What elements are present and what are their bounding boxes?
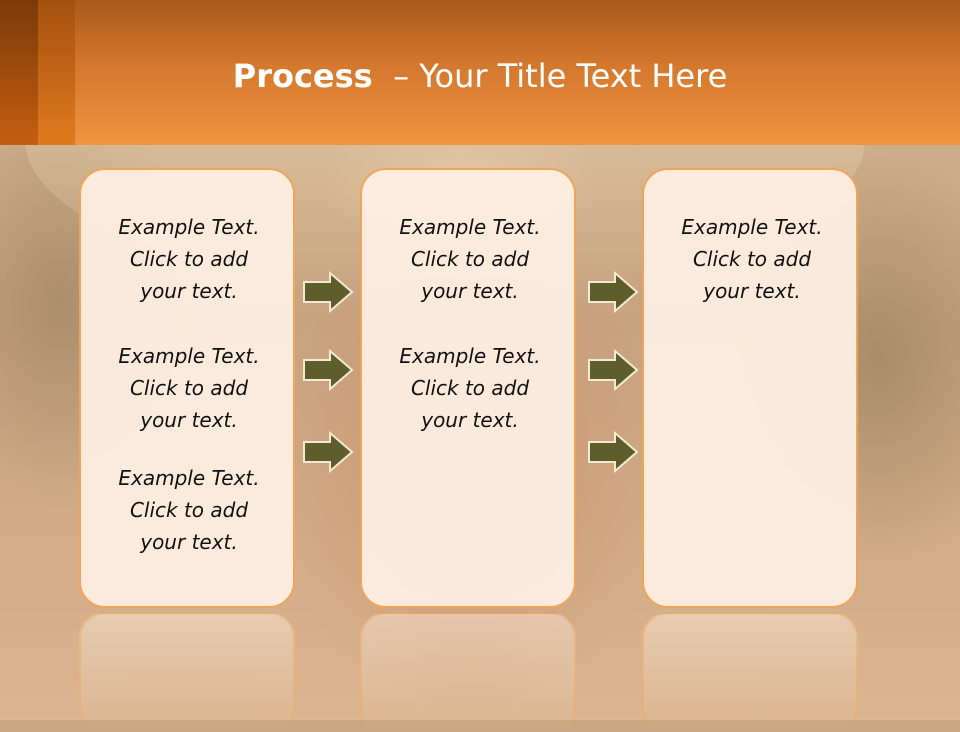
box-3-reflection bbox=[642, 612, 858, 732]
right-arrow-icon bbox=[303, 349, 354, 391]
box-2-reflection bbox=[360, 612, 576, 732]
right-arrow-icon bbox=[303, 431, 354, 473]
process-box-1[interactable]: Example Text. Click to add your text. Ex… bbox=[79, 168, 295, 608]
title-bold: Process bbox=[232, 57, 373, 95]
box-1-reflection bbox=[79, 612, 295, 732]
box-1-text-1[interactable]: Example Text. Click to add your text. bbox=[118, 215, 260, 303]
slide-title[interactable]: Process – Your Title Text Here bbox=[0, 52, 960, 100]
right-arrow-icon bbox=[588, 271, 639, 313]
header-accent-strip bbox=[38, 0, 75, 145]
process-box-3[interactable]: Example Text. Click to add your text. bbox=[642, 168, 858, 608]
header-accent-strip bbox=[0, 0, 38, 145]
title-rest: – Your Title Text Here bbox=[393, 57, 728, 95]
title-bar: Process – Your Title Text Here bbox=[0, 0, 960, 145]
box-3-text-1[interactable]: Example Text. Click to add your text. bbox=[681, 215, 823, 303]
right-arrow-icon bbox=[588, 431, 639, 473]
box-2-text-1[interactable]: Example Text. Click to add your text. bbox=[399, 215, 541, 303]
right-arrow-icon bbox=[303, 271, 354, 313]
box-1-text-2[interactable]: Example Text. Click to add your text. bbox=[118, 344, 260, 432]
box-2-text-2[interactable]: Example Text. Click to add your text. bbox=[399, 344, 541, 432]
box-1-text-3[interactable]: Example Text. Click to add your text. bbox=[118, 466, 260, 554]
right-arrow-icon bbox=[588, 349, 639, 391]
process-box-2[interactable]: Example Text. Click to add your text. Ex… bbox=[360, 168, 576, 608]
